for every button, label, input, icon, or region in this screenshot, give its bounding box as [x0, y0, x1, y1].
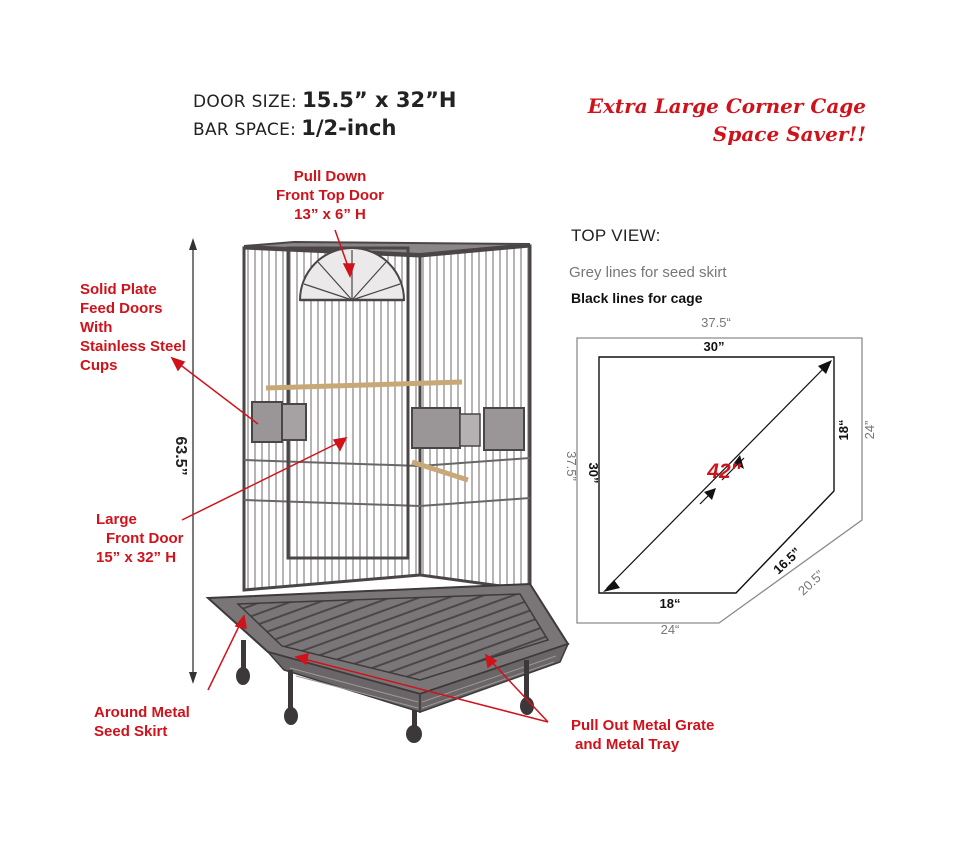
skirt-right-dim: 24” [862, 421, 877, 440]
door-size-label: DOOR SIZE: [193, 92, 297, 112]
cage-top-dim: 30” [704, 339, 725, 354]
skirt-top-dim: 37.5“ [701, 315, 731, 330]
height-dimension-line [189, 238, 197, 684]
skirt-left-dim: 37.5” [564, 451, 579, 481]
headline-line-2: Space Saver!! [712, 122, 866, 146]
feed-doors [251, 401, 525, 451]
callout-grate-tray: Pull Out Metal Grate and Metal Tray [571, 717, 715, 753]
bar-space-spec: BAR SPACE: 1/2-inch [193, 116, 396, 140]
black-lines-legend: Black lines for cage [571, 290, 703, 306]
cage-outline [598, 356, 835, 594]
top-view-title: TOP VIEW: [571, 226, 661, 245]
skirt-diagonal-dim: 20.5” [795, 567, 827, 598]
cross-diagonal-dim: 42″ [706, 460, 741, 483]
callout-seed-skirt: Around Metal Seed Skirt [94, 704, 190, 740]
cage-legs [236, 640, 534, 743]
headline-line-1: Extra Large Corner Cage [587, 94, 866, 118]
skirt-right-panel [419, 642, 570, 714]
callout-front-door: Large Front Door 15” x 32” H [96, 511, 184, 566]
headline: Extra Large Corner Cage Space Saver!! [526, 92, 866, 148]
cage-diagonal-dim: 16.5” [770, 544, 803, 577]
door-size-value: 15.5” x 32”H [302, 88, 457, 112]
bar-space-label: BAR SPACE: [193, 120, 297, 140]
callout-top-door: Pull Down Front Top Door 13” x 6” H [275, 168, 385, 223]
cage-bottom-dim: 18“ [660, 596, 681, 611]
callout-feed-doors: Solid Plate Feed Doors With Stainless St… [80, 281, 186, 374]
top-view-diagram: 37.5“ 30” 37.5” 30” 18“ 24” 18“ 24“ 16.5… [564, 315, 877, 637]
seed-skirt-outline [576, 337, 863, 624]
skirt-bottom-dim: 24“ [661, 622, 680, 637]
cage-right-dim: 18“ [836, 420, 851, 441]
grey-lines-legend: Grey lines for seed skirt [569, 264, 727, 281]
bar-space-value: 1/2-inch [301, 116, 397, 140]
metal-grate [236, 593, 550, 681]
callout-arrows [170, 229, 549, 723]
door-size-spec: DOOR SIZE: 15.5” x 32”H [193, 88, 456, 112]
cage-left-dim: 30” [586, 463, 601, 484]
cross-diagonal-line [606, 363, 829, 589]
height-dim-text: 63.5” [172, 436, 189, 475]
